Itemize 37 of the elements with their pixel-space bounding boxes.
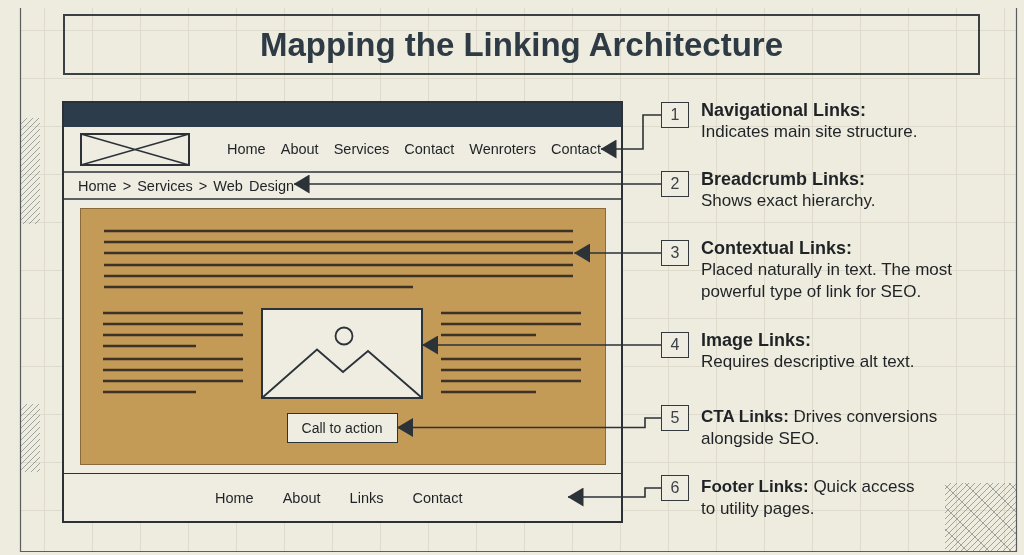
arrow	[421, 335, 662, 355]
footer-link: About	[282, 488, 321, 508]
callout-heading: Image Links:	[701, 329, 813, 351]
nav-link: Wenroters	[469, 140, 536, 159]
footer-link: Contact	[412, 488, 463, 508]
nav-link: Contact	[550, 140, 601, 159]
arrow	[567, 487, 662, 507]
callout-text: Shows exact hierarchy.	[701, 190, 877, 212]
callout-number: 6	[661, 475, 689, 501]
nav-link: Home	[227, 140, 266, 159]
arrow	[600, 114, 662, 159]
callout-heading: Navigational Links:	[701, 99, 868, 121]
callout-text: Requires descriptive alt text.	[701, 351, 916, 373]
footer-link: Links	[349, 488, 384, 508]
cta-button: Call to action	[286, 412, 398, 443]
callout-text: Footer Links: Quick access to utility pages.	[701, 476, 916, 520]
footer-link: Home	[215, 488, 254, 508]
callout-number: 3	[661, 240, 689, 266]
callout-number: 1	[661, 102, 689, 128]
callout-number: 4	[661, 332, 689, 358]
arrow	[293, 174, 662, 194]
callout-heading: Breadcrumb Links:	[701, 168, 867, 190]
title: Mapping the Linking Architecture	[63, 14, 980, 75]
breadcrumb-trail: Home > Services > Web Design	[78, 176, 295, 196]
callout-heading: Contextual Links:	[701, 237, 853, 259]
arrow	[573, 243, 662, 263]
nav-link: About	[280, 140, 319, 159]
nav-link: Services	[333, 140, 390, 159]
arrow	[396, 417, 662, 437]
wireframe-page	[62, 101, 623, 523]
callout-text: Placed naturally in text. The most powerful type of link for SEO.	[701, 259, 954, 303]
callout-number: 2	[661, 171, 689, 197]
callout-number: 5	[661, 405, 689, 431]
content-panel	[80, 208, 606, 465]
nav-link: Contact	[404, 140, 455, 159]
callout-text: CTA Links: Drives conversions alongside SEO.	[701, 406, 939, 450]
callout-text: Indicates main site structure.	[701, 121, 919, 143]
